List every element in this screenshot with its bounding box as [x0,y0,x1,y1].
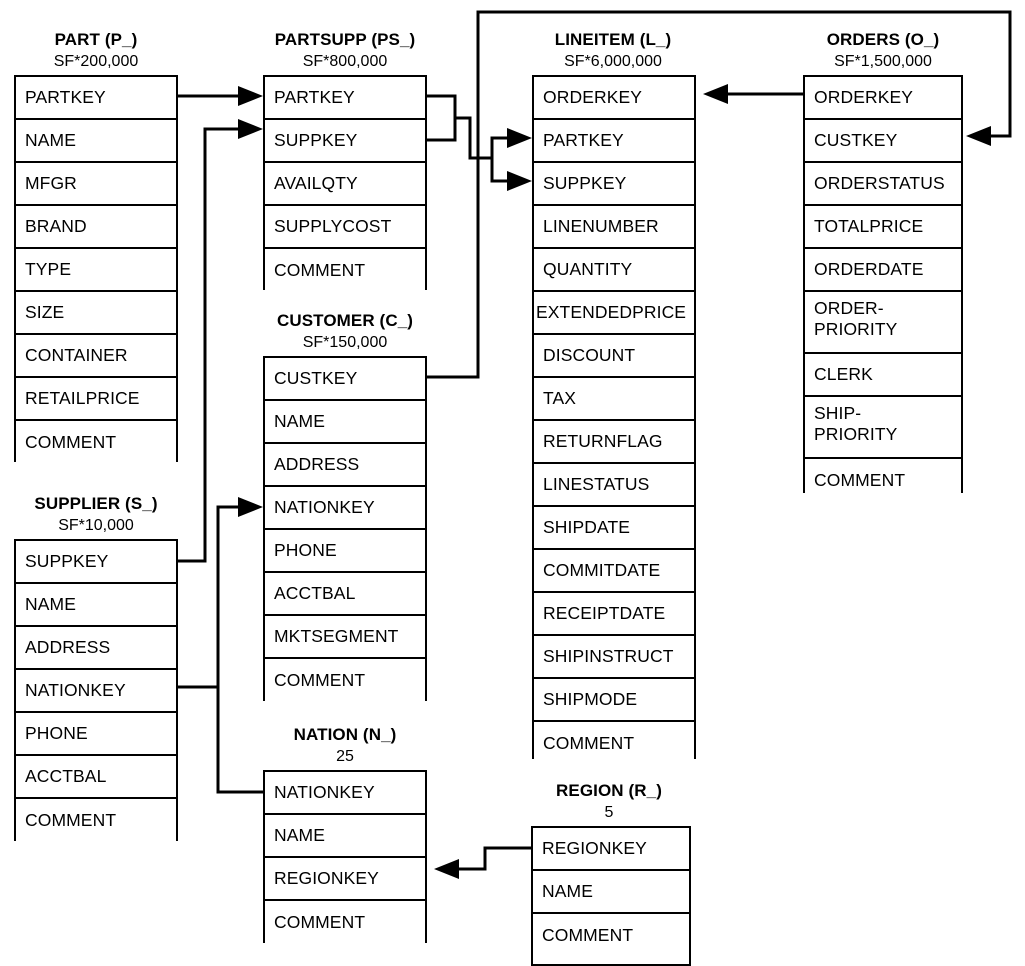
field-lineitem-extendedprice: EXTENDEDPRICE [534,292,694,335]
table-cardinality-part: SF*200,000 [53,53,139,70]
field-lineitem-linenumber: LINENUMBER [534,206,694,249]
table-cardinality-supplier: SF*10,000 [58,517,134,534]
table-orders: ORDERKEY CUSTKEY ORDERSTATUS TOTALPRICE … [803,75,963,502]
field-customer-nationkey: NATIONKEY [265,487,425,530]
field-supplier-address: ADDRESS [16,627,176,670]
field-region-comment: COMMENT [533,914,689,957]
field-orders-orderkey: ORDERKEY [805,77,961,120]
field-part-name: NAME [16,120,176,163]
table-cardinality-partsupp: SF*800,000 [302,53,388,70]
table-title-partsupp: PARTSUPP (PS_) [274,30,416,49]
table-title-part: PART (P_) [54,30,138,49]
table-nation: NATIONKEY NAME REGIONKEY COMMENT [263,770,427,944]
field-orders-orderstatus: ORDERSTATUS [805,163,961,206]
field-nation-regionkey: REGIONKEY [265,858,425,901]
field-region-regionkey: REGIONKEY [533,828,689,871]
field-orders-totalprice: TOTALPRICE [805,206,961,249]
field-part-type: TYPE [16,249,176,292]
table-lineitem: ORDERKEY PARTKEY SUPPKEY LINENUMBER QUAN… [532,75,696,765]
table-cardinality-orders: SF*1,500,000 [834,53,932,70]
field-part-partkey: PARTKEY [16,77,176,120]
field-lineitem-shipinstruct: SHIPINSTRUCT [534,636,694,679]
table-title-region: REGION (R_) [556,781,662,800]
field-lineitem-receiptdate: RECEIPTDATE [534,593,694,636]
field-partsupp-availqty: AVAILQTY [265,163,425,206]
field-supplier-suppkey: SUPPKEY [16,541,176,584]
field-customer-address: ADDRESS [265,444,425,487]
field-customer-acctbal: ACCTBAL [265,573,425,616]
field-lineitem-discount: DISCOUNT [534,335,694,378]
table-supplier: SUPPKEY NAME ADDRESS NATIONKEY PHONE ACC… [14,539,178,842]
field-part-brand: BRAND [16,206,176,249]
connector-region-to-nation [434,846,531,879]
field-part-size: SIZE [16,292,176,335]
field-lineitem-shipdate: SHIPDATE [534,507,694,550]
field-customer-custkey: CUSTKEY [265,358,425,401]
connector-partsupp-to-lineitem [427,94,532,191]
table-customer: CUSTKEY NAME ADDRESS NATIONKEY PHONE ACC… [263,356,427,702]
connector-part-to-partsupp [178,86,263,106]
field-part-mfgr: MFGR [16,163,176,206]
table-region: REGIONKEY NAME COMMENT [531,826,691,966]
field-supplier-nationkey: NATIONKEY [16,670,176,713]
field-part-comment: COMMENT [16,421,176,464]
field-customer-name: NAME [265,401,425,444]
field-orders-clerk: CLERK [805,354,961,397]
field-partsupp-comment: COMMENT [265,249,425,292]
connector-orders-to-lineitem [703,84,803,104]
table-partsupp: PARTKEY SUPPKEY AVAILQTY SUPPLYCOST COMM… [263,75,427,292]
table-title-customer: CUSTOMER (C_) [276,311,414,330]
field-customer-comment: COMMENT [265,659,425,702]
table-cardinality-nation: 25 [336,748,354,765]
field-partsupp-supplycost: SUPPLYCOST [265,206,425,249]
table-title-lineitem: LINEITEM (L_) [554,30,672,49]
field-lineitem-suppkey: SUPPKEY [534,163,694,206]
field-customer-phone: PHONE [265,530,425,573]
table-title-nation: NATION (N_) [293,725,397,744]
field-nation-name: NAME [265,815,425,858]
field-lineitem-orderkey: ORDERKEY [534,77,694,120]
field-lineitem-tax: TAX [534,378,694,421]
table-cardinality-lineitem: SF*6,000,000 [564,53,662,70]
table-cardinality-region: 5 [604,804,614,821]
field-lineitem-partkey: PARTKEY [534,120,694,163]
field-lineitem-comment: COMMENT [534,722,694,765]
field-lineitem-shipmode: SHIPMODE [534,679,694,722]
field-orders-orderpriority: ORDER- PRIORITY [805,292,961,354]
field-part-retailprice: RETAILPRICE [16,378,176,421]
field-lineitem-linestatus: LINESTATUS [534,464,694,507]
field-supplier-name: NAME [16,584,176,627]
field-nation-nationkey: NATIONKEY [265,772,425,815]
field-orders-orderdate: ORDERDATE [805,249,961,292]
table-title-orders: ORDERS (O_) [826,30,940,49]
field-partsupp-suppkey: SUPPKEY [265,120,425,163]
field-supplier-acctbal: ACCTBAL [16,756,176,799]
field-supplier-comment: COMMENT [16,799,176,842]
field-supplier-phone: PHONE [16,713,176,756]
field-orders-custkey: CUSTKEY [805,120,961,163]
table-title-supplier: SUPPLIER (S_) [34,494,158,513]
field-partsupp-partkey: PARTKEY [265,77,425,120]
field-lineitem-quantity: QUANTITY [534,249,694,292]
field-lineitem-returnflag: RETURNFLAG [534,421,694,464]
field-orders-comment: COMMENT [805,459,961,502]
field-nation-comment: COMMENT [265,901,425,944]
field-customer-mktsegment: MKTSEGMENT [265,616,425,659]
table-part: PARTKEY NAME MFGR BRAND TYPE SIZE CONTAI… [14,75,178,464]
field-region-name: NAME [533,871,689,914]
field-orders-shippriority: SHIP- PRIORITY [805,397,961,459]
connector-supplier-to-partsupp [178,119,263,563]
table-cardinality-customer: SF*150,000 [302,334,388,351]
field-part-container: CONTAINER [16,335,176,378]
field-lineitem-commitdate: COMMITDATE [534,550,694,593]
